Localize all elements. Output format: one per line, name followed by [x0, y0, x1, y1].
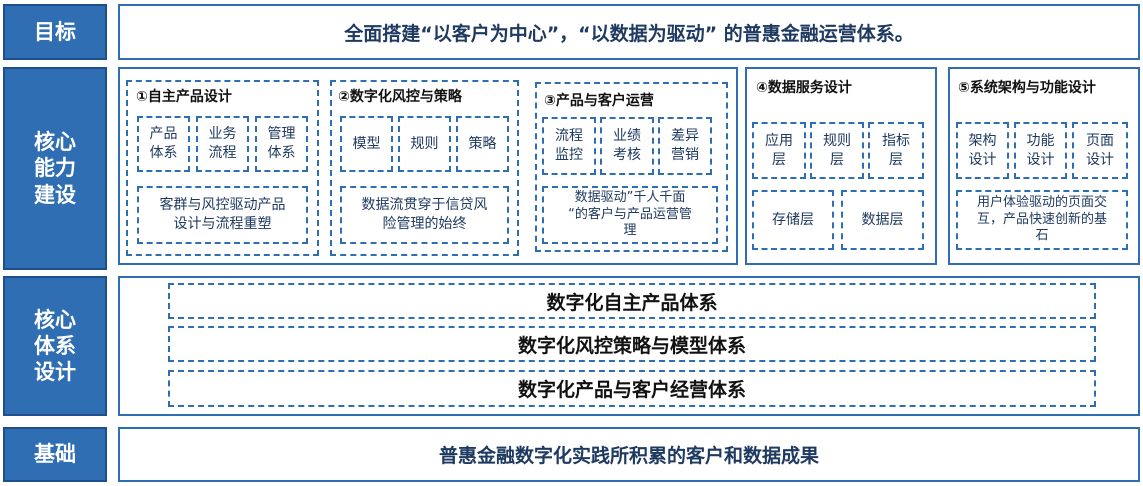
item-cell: 应用 层: [752, 122, 806, 179]
goal-text-box: 全面搭建“以客户为中心”，“以数据为驱动” 的普惠金融运营体系。: [118, 4, 1140, 60]
section-title: ③产品与客户运营: [544, 93, 654, 109]
foundation-text-box: 普惠金融数字化实践所积累的客户和数据成果: [118, 427, 1140, 482]
system-label: 核心 体系 设计: [3, 276, 107, 416]
item-cell: 存储层: [752, 190, 834, 250]
section-desc: 数据流贯穿于信贷风 险管理的始终: [340, 186, 509, 244]
section-title: ⑤系统架构与功能设计: [958, 80, 1096, 96]
item-cell: 架构 设计: [956, 122, 1009, 179]
system-bar: 数字化风控策略与模型体系: [168, 326, 1096, 362]
item-cell: 流程 监控: [542, 117, 596, 175]
section-desc: 用户体验驱动的页面交 互，产品快速创新的基 石: [956, 190, 1128, 250]
item-cell: 页面 设计: [1072, 122, 1128, 179]
item-cell: 产品 体系: [137, 116, 190, 172]
capability-label: 核心 能力 建设: [3, 67, 107, 270]
item-cell: 模型: [340, 116, 393, 172]
item-cell: 业绩 考核: [600, 117, 654, 175]
item-cell: 差异 营销: [658, 117, 712, 175]
item-cell: 数据层: [841, 190, 924, 250]
section-title: ④数据服务设计: [756, 80, 852, 96]
goal-label: 目标: [3, 4, 107, 60]
item-cell: 管理 体系: [255, 116, 308, 172]
item-cell: 规则 层: [810, 122, 864, 179]
system-bar: 数字化自主产品体系: [168, 283, 1096, 319]
item-cell: 策略: [456, 116, 509, 172]
section-title: ②数字化风控与策略: [338, 89, 462, 105]
goal-text: 全面搭建“以客户为中心”，“以数据为驱动” 的普惠金融运营体系。: [344, 22, 914, 45]
item-cell: 功能 设计: [1014, 122, 1067, 179]
item-cell: 规则: [398, 116, 451, 172]
foundation-label: 基础: [3, 427, 107, 482]
foundation-text: 普惠金融数字化实践所积累的客户和数据成果: [438, 445, 819, 467]
system-bar: 数字化产品与客户经营体系: [168, 370, 1096, 407]
item-cell: 业务 流程: [196, 116, 249, 172]
section-desc: 数据驱动”千人千面 “的客户与产品运营管 理: [542, 186, 718, 244]
section-title: ①自主产品设计: [136, 89, 232, 105]
section-desc: 客群与风控驱动产品 设计与流程重塑: [137, 186, 308, 244]
item-cell: 指标 层: [868, 122, 924, 179]
